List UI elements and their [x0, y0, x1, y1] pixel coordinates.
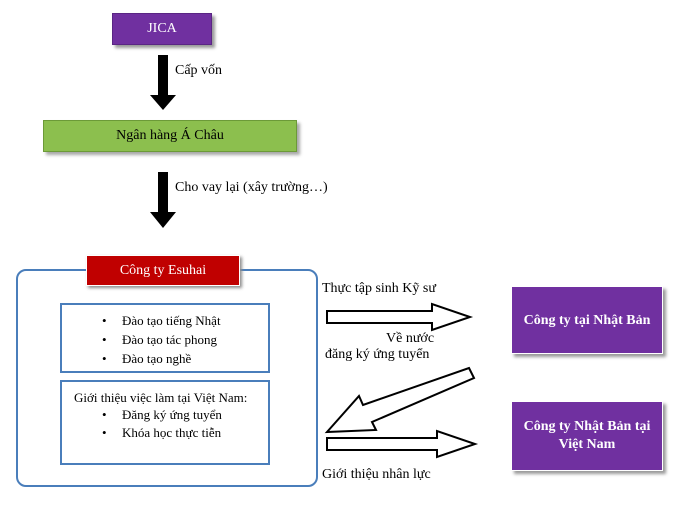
down-arrow-funding [150, 55, 176, 110]
list-item: Đào tạo tiếng Nhật [62, 311, 268, 330]
list-item: Đăng ký ứng tuyển [62, 406, 268, 424]
node-japan-company-vn: Công ty Nhật Bản tại Việt Nam [511, 401, 663, 471]
label-return-line2: đăng ký ứng tuyển [325, 347, 430, 362]
down-arrow-relending [150, 172, 176, 228]
training-box: Đào tạo tiếng Nhật Đào tạo tác phong Đào… [60, 303, 270, 373]
label-introduce: Giới thiệu nhân lực [322, 467, 431, 482]
label-relending: Cho vay lại (xây trường…) [175, 180, 328, 195]
list-item: Khóa học thực tiễn [62, 424, 268, 442]
jobs-intro: Giới thiệu việc làm tại Việt Nam: [74, 390, 248, 405]
node-bank: Ngân hàng Á Châu [43, 120, 297, 152]
jobs-box: Giới thiệu việc làm tại Việt Nam: Đăng k… [60, 380, 270, 465]
node-jica: JICA [112, 13, 212, 45]
label-intern: Thực tập sinh Kỹ sư [322, 281, 436, 296]
label-return-line1: Về nước [386, 331, 435, 346]
jobs-list: Đăng ký ứng tuyển Khóa học thực tiễn [62, 406, 268, 442]
list-item: Đào tạo tác phong [62, 330, 268, 349]
training-list: Đào tạo tiếng Nhật Đào tạo tác phong Đào… [62, 305, 268, 368]
list-item: Đào tạo nghề [62, 349, 268, 368]
right-arrow-introduce [326, 429, 479, 459]
diagonal-arrow-return [324, 366, 476, 434]
node-esuhai: Công ty Esuhai [86, 255, 240, 286]
node-japan-company: Công ty tại Nhật Bản [511, 286, 663, 354]
right-arrow-intern [326, 302, 474, 332]
label-funding: Cấp vốn [175, 63, 223, 78]
